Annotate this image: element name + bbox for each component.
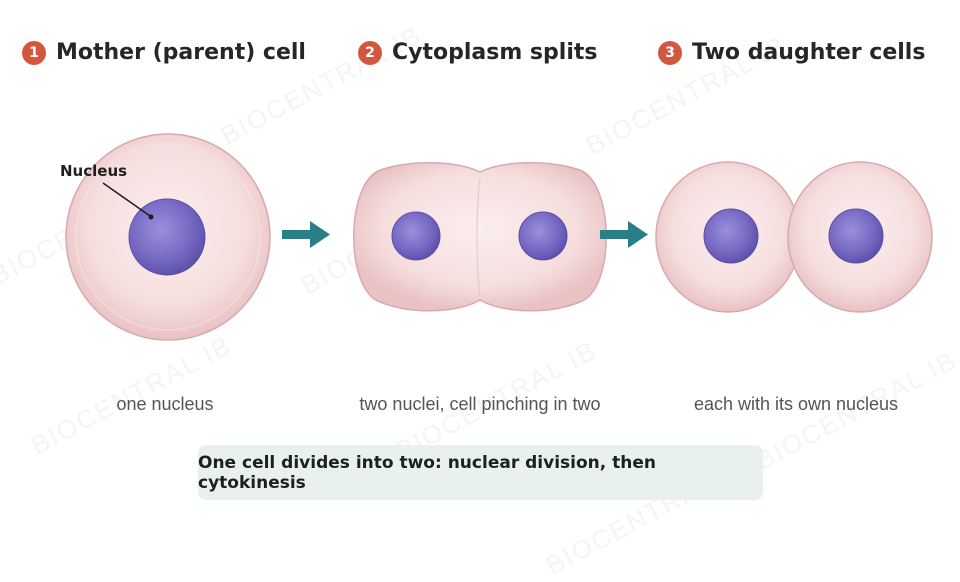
step-3-title: 3 Two daughter cells — [658, 40, 925, 65]
summary-box: One cell divides into two: nuclear divis… — [198, 445, 763, 500]
daughter-cells — [655, 161, 933, 313]
step-3-badge: 3 — [658, 40, 682, 65]
daughter-nucleus-left — [703, 208, 759, 264]
step-2-title: 2 Cytoplasm splits — [358, 40, 597, 65]
step-1-badge: 1 — [22, 40, 46, 65]
step-1-label: Mother (parent) cell — [56, 40, 306, 65]
step-2-caption: two nuclei, cell pinching in two — [359, 394, 601, 414]
step-2-badge: 2 — [358, 40, 382, 65]
step-2-label: Cytoplasm splits — [392, 40, 598, 65]
mother-cell — [65, 133, 271, 341]
arrow-right-icon — [282, 221, 330, 248]
step-3-caption: each with its own nucleus — [693, 394, 899, 414]
mother-nucleus — [128, 198, 206, 276]
nucleus-pointer-line — [102, 182, 151, 217]
cell-division-artwork — [65, 133, 933, 341]
pinching-cell — [353, 161, 607, 312]
daughter-nucleus-right — [828, 208, 884, 264]
step-1-title: 1 Mother (parent) cell — [22, 40, 306, 65]
nucleus-right — [518, 211, 568, 261]
arrow-right-icon — [600, 221, 648, 248]
step-3-label: Two daughter cells — [692, 40, 926, 65]
nucleus-label: Nucleus — [60, 162, 128, 180]
nucleus-left — [391, 211, 441, 261]
step-1-caption: one nucleus — [116, 394, 214, 414]
